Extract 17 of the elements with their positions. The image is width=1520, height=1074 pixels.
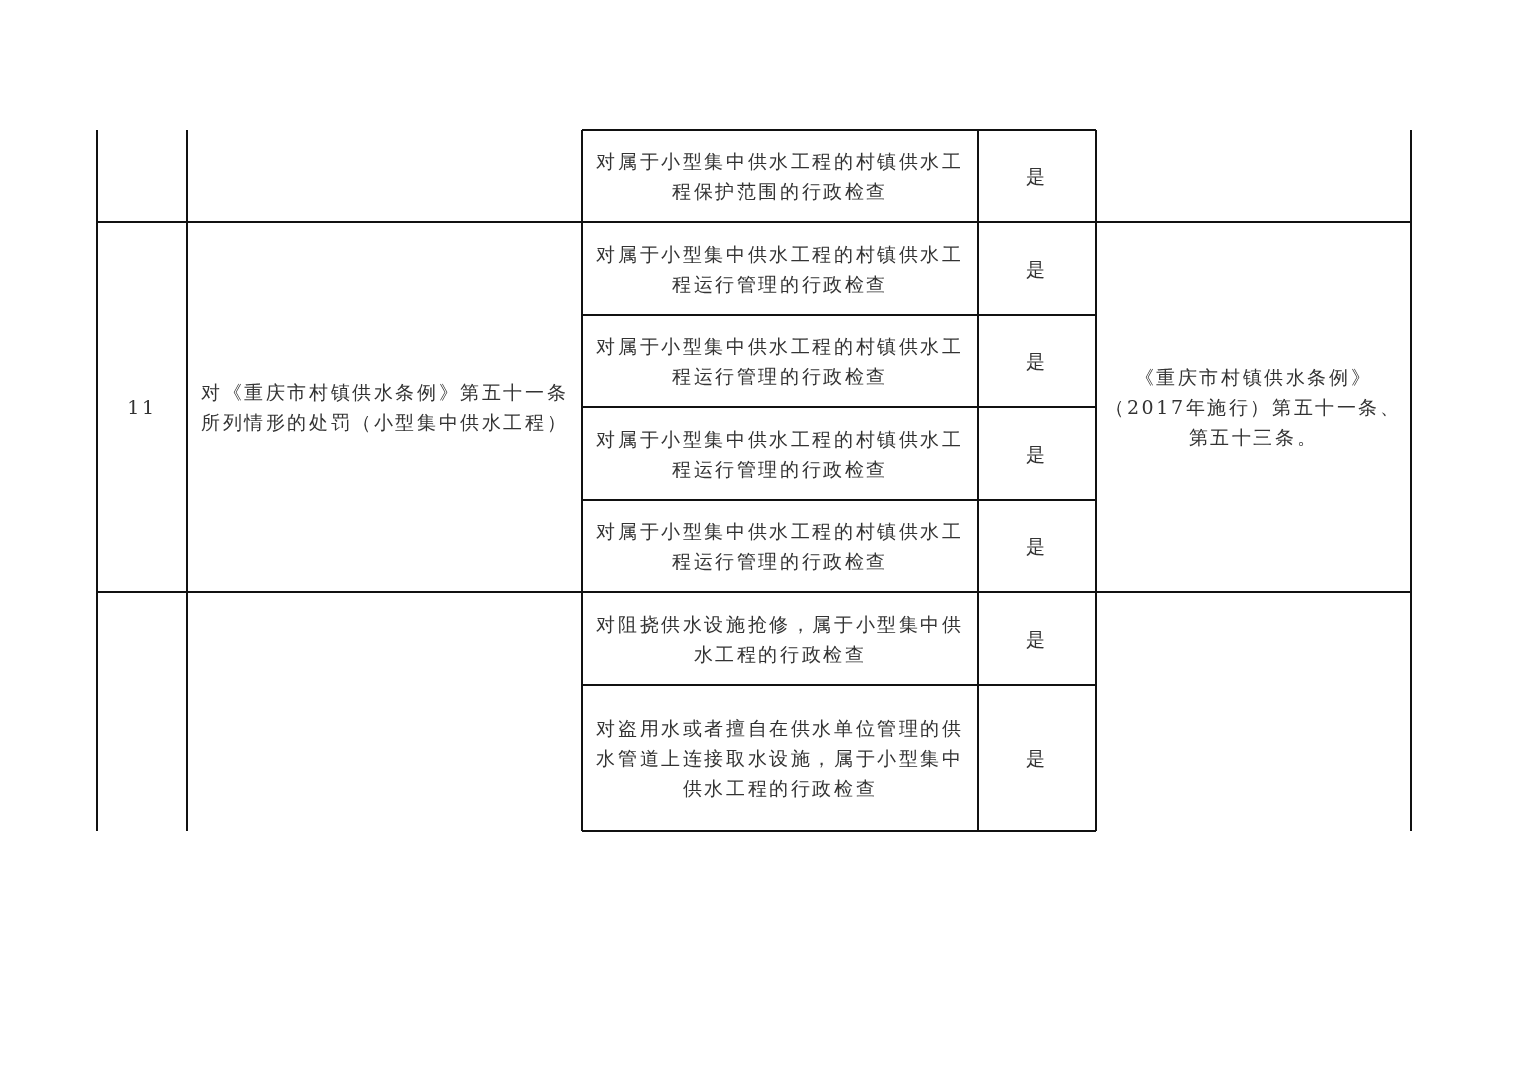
cell-text: 《重庆市村镇供水条例》（2017年施行）第五十一条、第五十三条。 [1104, 365, 1403, 450]
cell-text: 是 [1026, 626, 1048, 652]
cell-text: 对盗用水或者擅自在供水单位管理的供水管道上连接取水设施，属于小型集中供水工程的行政检查 [595, 716, 965, 801]
cell-text: 对属于小型集中供水工程的村镇供水工程运行管理的行政检查 [595, 426, 965, 482]
cell-text: 对《重庆市村镇供水条例》第五十一条所列情形的处罚（小型集中供水工程） [201, 380, 570, 435]
cell-text: 是 [1026, 441, 1048, 467]
cell-text: 是 [1026, 349, 1048, 374]
cell-text: 对属于小型集中供水工程的村镇供水工程运行管理的行政检查 [595, 519, 965, 574]
cell-text: 对属于小型集中供水工程的村镇供水工程运行管理的行政检查 [595, 241, 965, 297]
cell-text: 11 [127, 395, 157, 420]
cell-text: 对属于小型集中供水工程的村镇供水工程保护范围的行政检查 [595, 149, 965, 204]
cell-text: 对阻挠供水设施抢修，属于小型集中供水工程的行政检查 [595, 611, 965, 667]
cell-text: 是 [1026, 164, 1048, 189]
cell-text: 是 [1026, 534, 1048, 559]
cell-text: 对属于小型集中供水工程的村镇供水工程运行管理的行政检查 [595, 334, 965, 389]
cell-text: 是 [1026, 746, 1048, 771]
cell-text: 是 [1026, 256, 1048, 282]
